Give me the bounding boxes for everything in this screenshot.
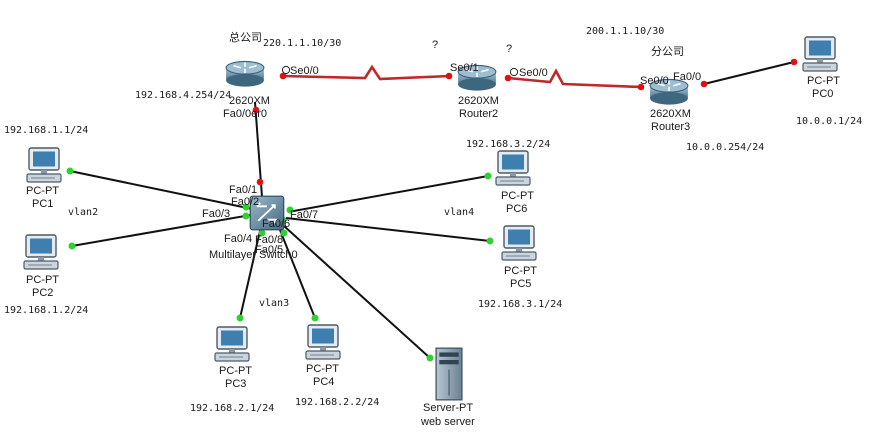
switch-port-fa0-3: Fa0/3: [202, 208, 230, 220]
serial-link-router2-router3: [507, 68, 643, 89]
link-switch-server: [283, 225, 431, 359]
router3-name: Router3: [651, 121, 690, 133]
link-dot-red: [279, 72, 287, 80]
link-dot-green: [236, 314, 244, 322]
server-icon[interactable]: [435, 347, 463, 401]
pc4-ip: 192.168.2.2/24: [295, 397, 379, 408]
switch-port-fa0-8: Fa0/8: [255, 234, 283, 246]
link-dot-green: [311, 314, 319, 322]
link-dot-green: [68, 242, 76, 250]
router2-port-right: Se0/0: [519, 67, 548, 79]
router0-wan-ip: 220.1.1.10/30: [263, 38, 341, 49]
router3-model: 2620XM: [650, 108, 691, 120]
pc1-icon[interactable]: [26, 147, 62, 183]
pc3-type: PC-PT: [219, 365, 252, 377]
pc3-name: PC3: [225, 378, 246, 390]
switch-port-fa0-2: Fa0/2: [231, 196, 259, 208]
link-dot-green: [242, 212, 250, 220]
router3-serial-port: Se0/0: [640, 75, 669, 87]
link-status-dots: [66, 58, 798, 362]
pc6-type: PC-PT: [501, 190, 534, 202]
pc6-ip: 192.168.3.2/24: [466, 139, 550, 150]
branch-title: 分公司: [651, 45, 684, 58]
pc0-type: PC-PT: [807, 75, 840, 87]
link-dot-green: [258, 229, 266, 237]
pc6-icon[interactable]: [495, 150, 531, 186]
link-dot-red: [790, 58, 798, 66]
router3-lan-ip: 10.0.0.254/24: [686, 142, 764, 153]
link-dot-red: [504, 74, 512, 82]
link-switch-pc5: [285, 217, 491, 242]
router0-name-port: Fa0/0er0: [223, 108, 267, 120]
router0-icon[interactable]: [225, 60, 265, 88]
switch-port-fa0-1: Fa0/1: [229, 184, 257, 196]
pc2-icon[interactable]: [23, 234, 59, 270]
pc6-name: PC6: [506, 203, 527, 215]
link-router3-pc0: [703, 61, 795, 85]
link-dot-green: [486, 237, 494, 245]
link-dot-red: [256, 178, 264, 186]
router3-wan-ip: 200.1.1.10/30: [586, 26, 664, 37]
vlan4-label: vlan4: [444, 207, 474, 218]
pc0-name: PC0: [812, 88, 833, 100]
server-name: web server: [420, 416, 475, 428]
pc4-type: PC-PT: [306, 363, 339, 375]
router2-model: 2620XM: [458, 95, 499, 107]
clock-icon: [281, 65, 291, 75]
pc0-ip: 10.0.0.1/24: [796, 116, 862, 127]
link-dot-red: [637, 83, 645, 91]
link-dot-red: [445, 72, 453, 80]
unknown-ip-marker: ?: [432, 39, 438, 51]
link-switch-pc6: [287, 175, 489, 213]
router0-lan-ip: 192.168.4.254/24: [135, 90, 231, 101]
link-dot-green: [280, 229, 288, 237]
hq-title: 总公司: [229, 30, 262, 44]
vlan3-label: vlan3: [259, 298, 289, 309]
link-dot-green: [286, 206, 294, 214]
pc5-icon[interactable]: [501, 225, 537, 261]
pc2-type: PC-PT: [26, 274, 59, 286]
pc4-name: PC4: [313, 376, 334, 388]
link-dot-red: [252, 106, 260, 114]
pc5-name: PC5: [510, 278, 531, 290]
switch-port-fa0-6: Fa0/6: [262, 218, 290, 230]
router2-port-left: Se0/1: [450, 62, 479, 74]
router0-serial-port: Se0/0: [290, 65, 319, 77]
router3-fa-port: Fa0/0: [673, 71, 701, 83]
link-dot-green: [426, 354, 434, 362]
switch-port-fa0-4: Fa0/4: [224, 233, 252, 245]
pc0-icon[interactable]: [802, 36, 838, 72]
router2-name: Router2: [459, 108, 498, 120]
pc1-type: PC-PT: [26, 185, 59, 197]
link-switch-pc3: [239, 221, 263, 319]
switch-name: Multilayer Switch0: [209, 249, 298, 261]
pc4-icon[interactable]: [305, 324, 341, 360]
clock-icon: [509, 67, 519, 77]
server-type: Server-PT: [423, 402, 473, 414]
link-switch-pc2: [71, 212, 263, 247]
router0-model: 2620XM: [229, 95, 270, 107]
switch-port-fa0-7: Fa0/7: [290, 209, 318, 221]
pc5-ip: 192.168.3.1/24: [478, 299, 562, 310]
pc3-ip: 192.168.2.1/24: [190, 403, 274, 414]
pc1-name: PC1: [32, 198, 53, 210]
unknown-ip-marker: ?: [506, 43, 512, 55]
pc2-name: PC2: [32, 287, 53, 299]
pc3-icon[interactable]: [214, 326, 250, 362]
link-switch-pc1: [69, 170, 263, 212]
switch-port-fa0-5: Fa0/5: [255, 244, 283, 256]
link-dot-green: [484, 172, 492, 180]
pc2-ip: 192.168.1.2/24: [4, 305, 88, 316]
link-dot-green: [242, 203, 250, 211]
serial-link-router0-router2: [282, 64, 451, 81]
links: [69, 61, 795, 359]
pc5-type: PC-PT: [504, 265, 537, 277]
pc1-ip: 192.168.1.1/24: [4, 125, 88, 136]
link-switch-pc4: [279, 229, 316, 319]
vlan2-label: vlan2: [68, 207, 98, 218]
link-dot-red: [700, 80, 708, 88]
link-dot-green: [66, 167, 74, 175]
